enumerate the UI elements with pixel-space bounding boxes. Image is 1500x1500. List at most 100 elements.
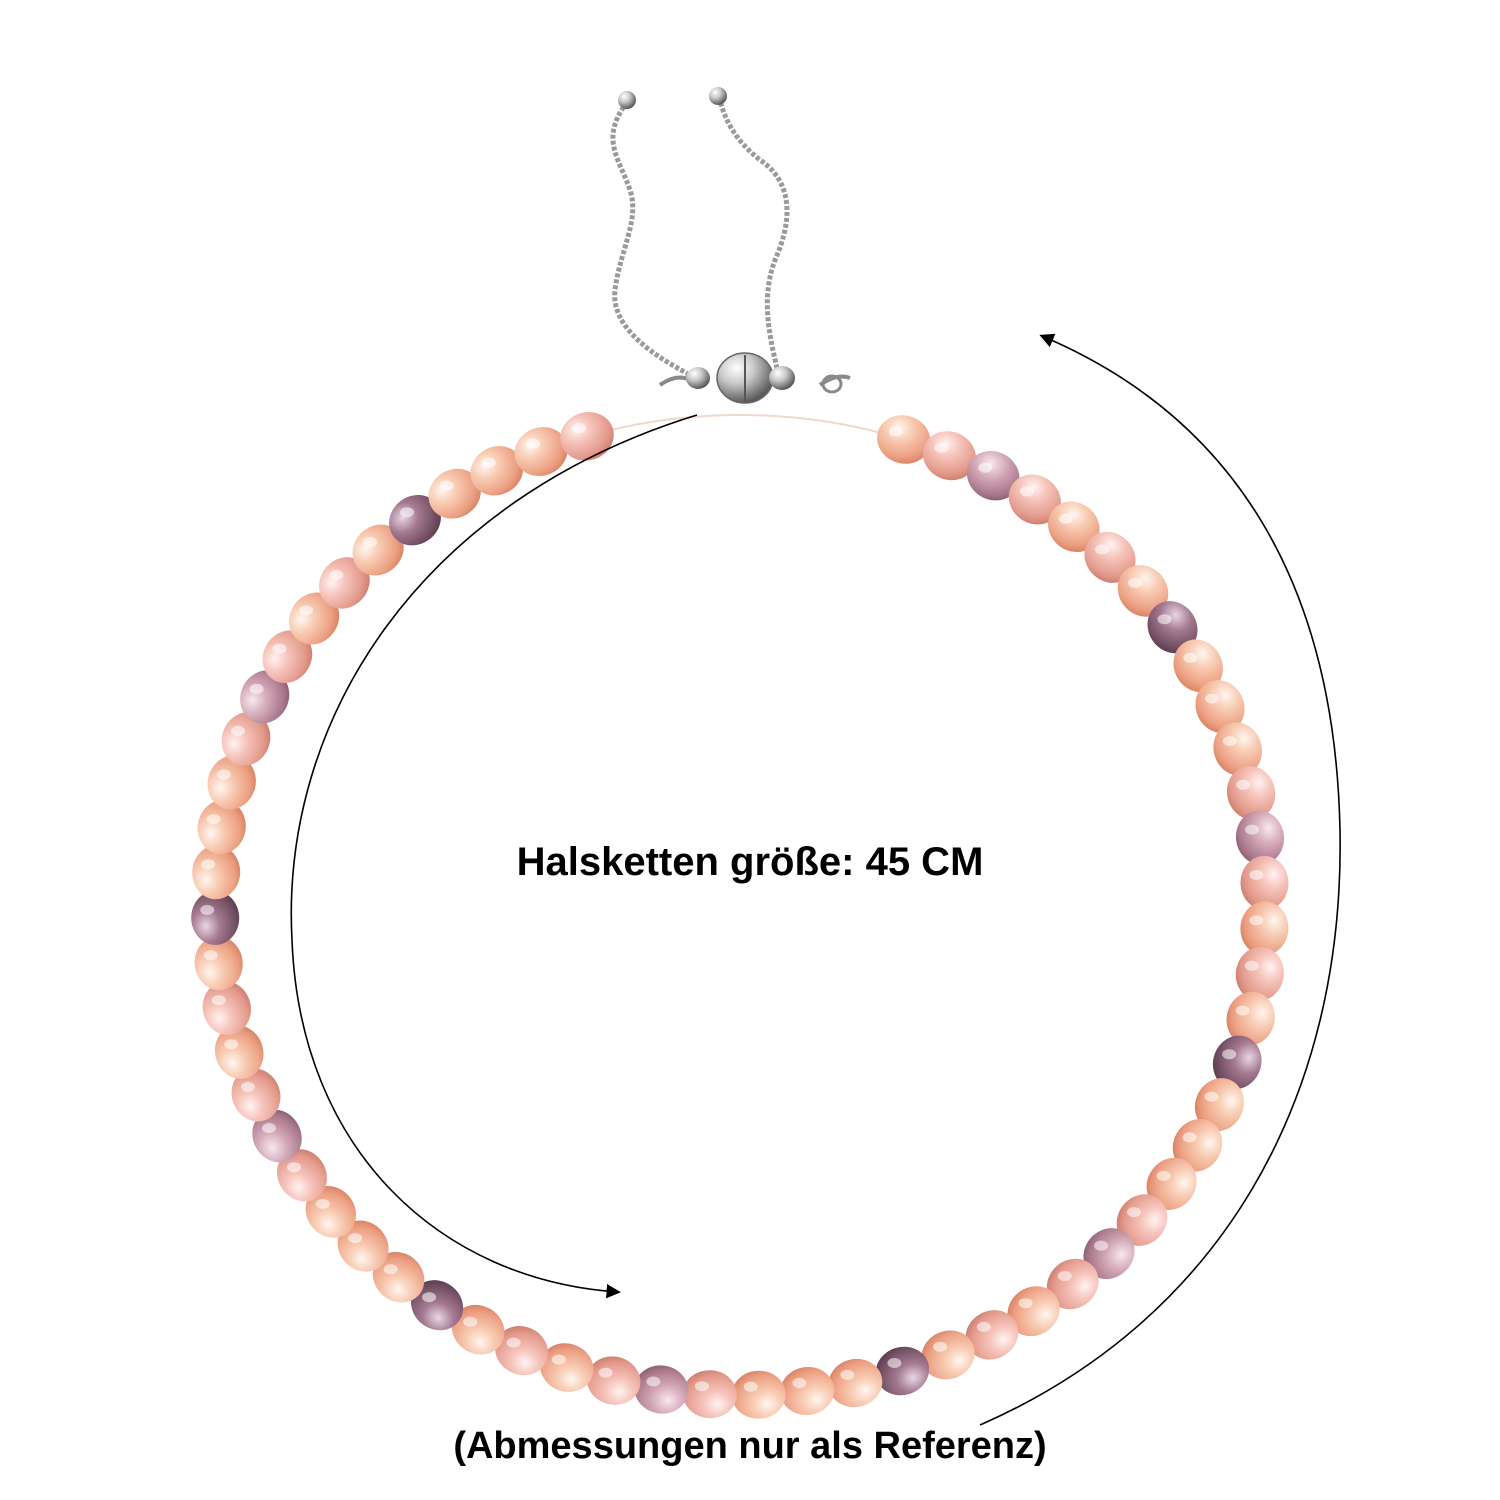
pearl-highlight [272, 643, 287, 654]
pearl-highlight [1182, 1132, 1197, 1143]
pearl-highlight [1222, 736, 1237, 746]
pearl [1213, 722, 1263, 776]
pearl-highlight [249, 683, 264, 694]
pearl-highlight [551, 1354, 566, 1365]
pearl [470, 446, 524, 496]
pearl-highlight [363, 537, 378, 547]
pearl-highlight [439, 480, 454, 491]
pearl-highlight [1222, 1049, 1237, 1060]
necklace-size-label: Halsketten größe: 45 CM [516, 840, 984, 884]
pearl-highlight [299, 605, 314, 616]
pearl-highlight [1127, 1207, 1141, 1218]
pearl [289, 592, 340, 645]
pearl-highlight [383, 1264, 398, 1275]
pearl-highlight [216, 769, 231, 780]
pearl [1046, 1258, 1099, 1310]
pearl-highlight [792, 1378, 807, 1388]
pearl-highlight [1058, 513, 1073, 524]
pearl-highlight [572, 423, 586, 434]
pearl-highlight [206, 814, 221, 825]
pearl [214, 1025, 264, 1079]
pearl-highlight [646, 1376, 661, 1387]
pearl [560, 412, 614, 461]
pearl-highlight [1156, 1170, 1171, 1181]
pearl [337, 1220, 389, 1272]
pearl-highlight [888, 426, 903, 437]
pearl-highlight [211, 995, 226, 1006]
pearl [921, 1330, 975, 1380]
pearl [1195, 680, 1245, 734]
pearl [731, 1370, 786, 1419]
pearl [965, 1310, 1019, 1360]
pearl [1226, 991, 1275, 1046]
pearl-strand [191, 412, 1289, 1419]
pearl [877, 415, 931, 464]
pearl [1173, 639, 1223, 693]
pearl [1116, 1194, 1168, 1246]
pearl-highlight [241, 1081, 255, 1092]
pearl [1194, 1078, 1244, 1132]
pearl-highlight [1245, 824, 1259, 835]
pearl-highlight [329, 569, 344, 580]
pearl-highlight [1205, 693, 1219, 704]
pearl-highlight [315, 1198, 330, 1209]
pearl-highlight [840, 1370, 855, 1380]
pearl [495, 1326, 549, 1376]
pearl [428, 468, 481, 519]
pearl [634, 1365, 689, 1414]
pearl-highlight [1235, 1005, 1250, 1016]
pearl-highlight [231, 726, 245, 736]
pearl [1083, 1228, 1135, 1280]
pearl-highlight [598, 1367, 613, 1378]
pearl [1240, 901, 1289, 956]
pearl [240, 670, 290, 724]
pearl-highlight [1236, 779, 1251, 790]
pearl [277, 1149, 327, 1202]
pearl [1007, 1286, 1060, 1337]
chain-end-bead-right [709, 87, 727, 105]
pearl-highlight [224, 1039, 239, 1050]
pearl [191, 890, 240, 945]
pearl-highlight [1128, 577, 1142, 588]
pearl [1008, 474, 1061, 525]
pearl [828, 1358, 883, 1408]
pearl-highlight [1019, 486, 1034, 497]
pearl [221, 712, 271, 766]
pearl [305, 1186, 357, 1238]
pearl-highlight [934, 442, 949, 453]
pearl [1117, 565, 1169, 617]
pearl-highlight [1157, 614, 1172, 625]
measure-arrow-left-icon [290, 414, 698, 1299]
pearl [1146, 1157, 1197, 1210]
pearl-highlight [201, 859, 216, 870]
pearl [319, 557, 370, 609]
pearl-highlight [422, 1292, 437, 1303]
pearl [231, 1068, 281, 1122]
slider-clasp-icon [658, 352, 851, 404]
pearl-highlight [933, 1341, 948, 1352]
pearl-highlight [1183, 652, 1198, 663]
pearl [966, 450, 1020, 501]
pearl [252, 1109, 302, 1163]
pearl-highlight [1018, 1298, 1033, 1309]
chain-left [610, 91, 702, 383]
pearl-highlight [481, 457, 496, 468]
pearl [780, 1366, 835, 1416]
pearl [586, 1356, 641, 1405]
pearl [514, 427, 568, 476]
pearl-highlight [1249, 915, 1264, 926]
pearl [372, 1251, 425, 1303]
pearl-highlight [978, 462, 993, 473]
pearl [1084, 531, 1136, 583]
pearl [1047, 501, 1100, 553]
pearl [389, 495, 441, 546]
pearl [262, 630, 313, 683]
pearl [1226, 765, 1276, 820]
pearl-highlight [1095, 544, 1109, 555]
chain-right [709, 87, 790, 381]
pearl-highlight [976, 1321, 991, 1332]
pearl-highlight [1249, 869, 1264, 880]
pearl [1240, 855, 1289, 910]
pearl-highlight [262, 1123, 276, 1133]
